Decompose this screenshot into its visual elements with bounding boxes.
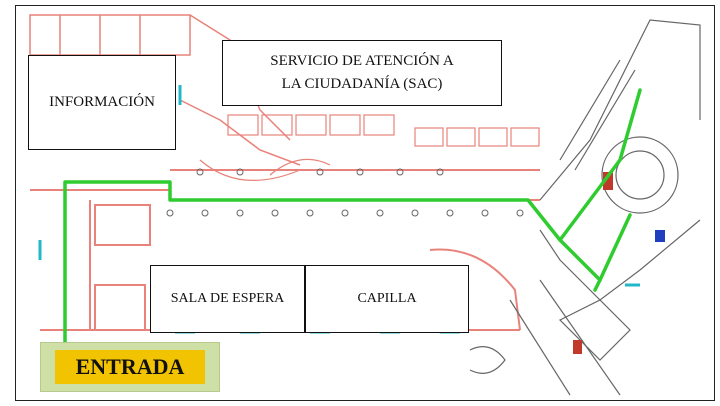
markers xyxy=(573,172,665,354)
sala-espera-label: SALA DE ESPERA xyxy=(150,265,305,333)
entrada-label: ENTRADA xyxy=(55,350,205,384)
route-path xyxy=(63,88,642,344)
sac-text: SERVICIO DE ATENCIÓN A LA CIUDADANÍA (SA… xyxy=(270,50,453,96)
columns xyxy=(166,168,524,217)
informacion-text: INFORMACIÓN xyxy=(49,94,155,110)
capilla-label: CAPILLA xyxy=(305,265,469,333)
sac-label: SERVICIO DE ATENCIÓN A LA CIUDADANÍA (SA… xyxy=(222,40,502,106)
entrada-text: ENTRADA xyxy=(75,354,185,379)
sac-line1: SERVICIO DE ATENCIÓN A xyxy=(270,53,454,69)
map-border xyxy=(15,5,715,401)
sala-espera-text: SALA DE ESPERA xyxy=(170,291,285,306)
right-wing xyxy=(469,19,701,396)
sac-desks xyxy=(199,114,540,181)
capilla-text: CAPILLA xyxy=(357,291,417,306)
sac-line2: LA CIUDADANÍA (SAC) xyxy=(281,76,443,92)
informacion-label: INFORMACIÓN xyxy=(28,55,176,150)
